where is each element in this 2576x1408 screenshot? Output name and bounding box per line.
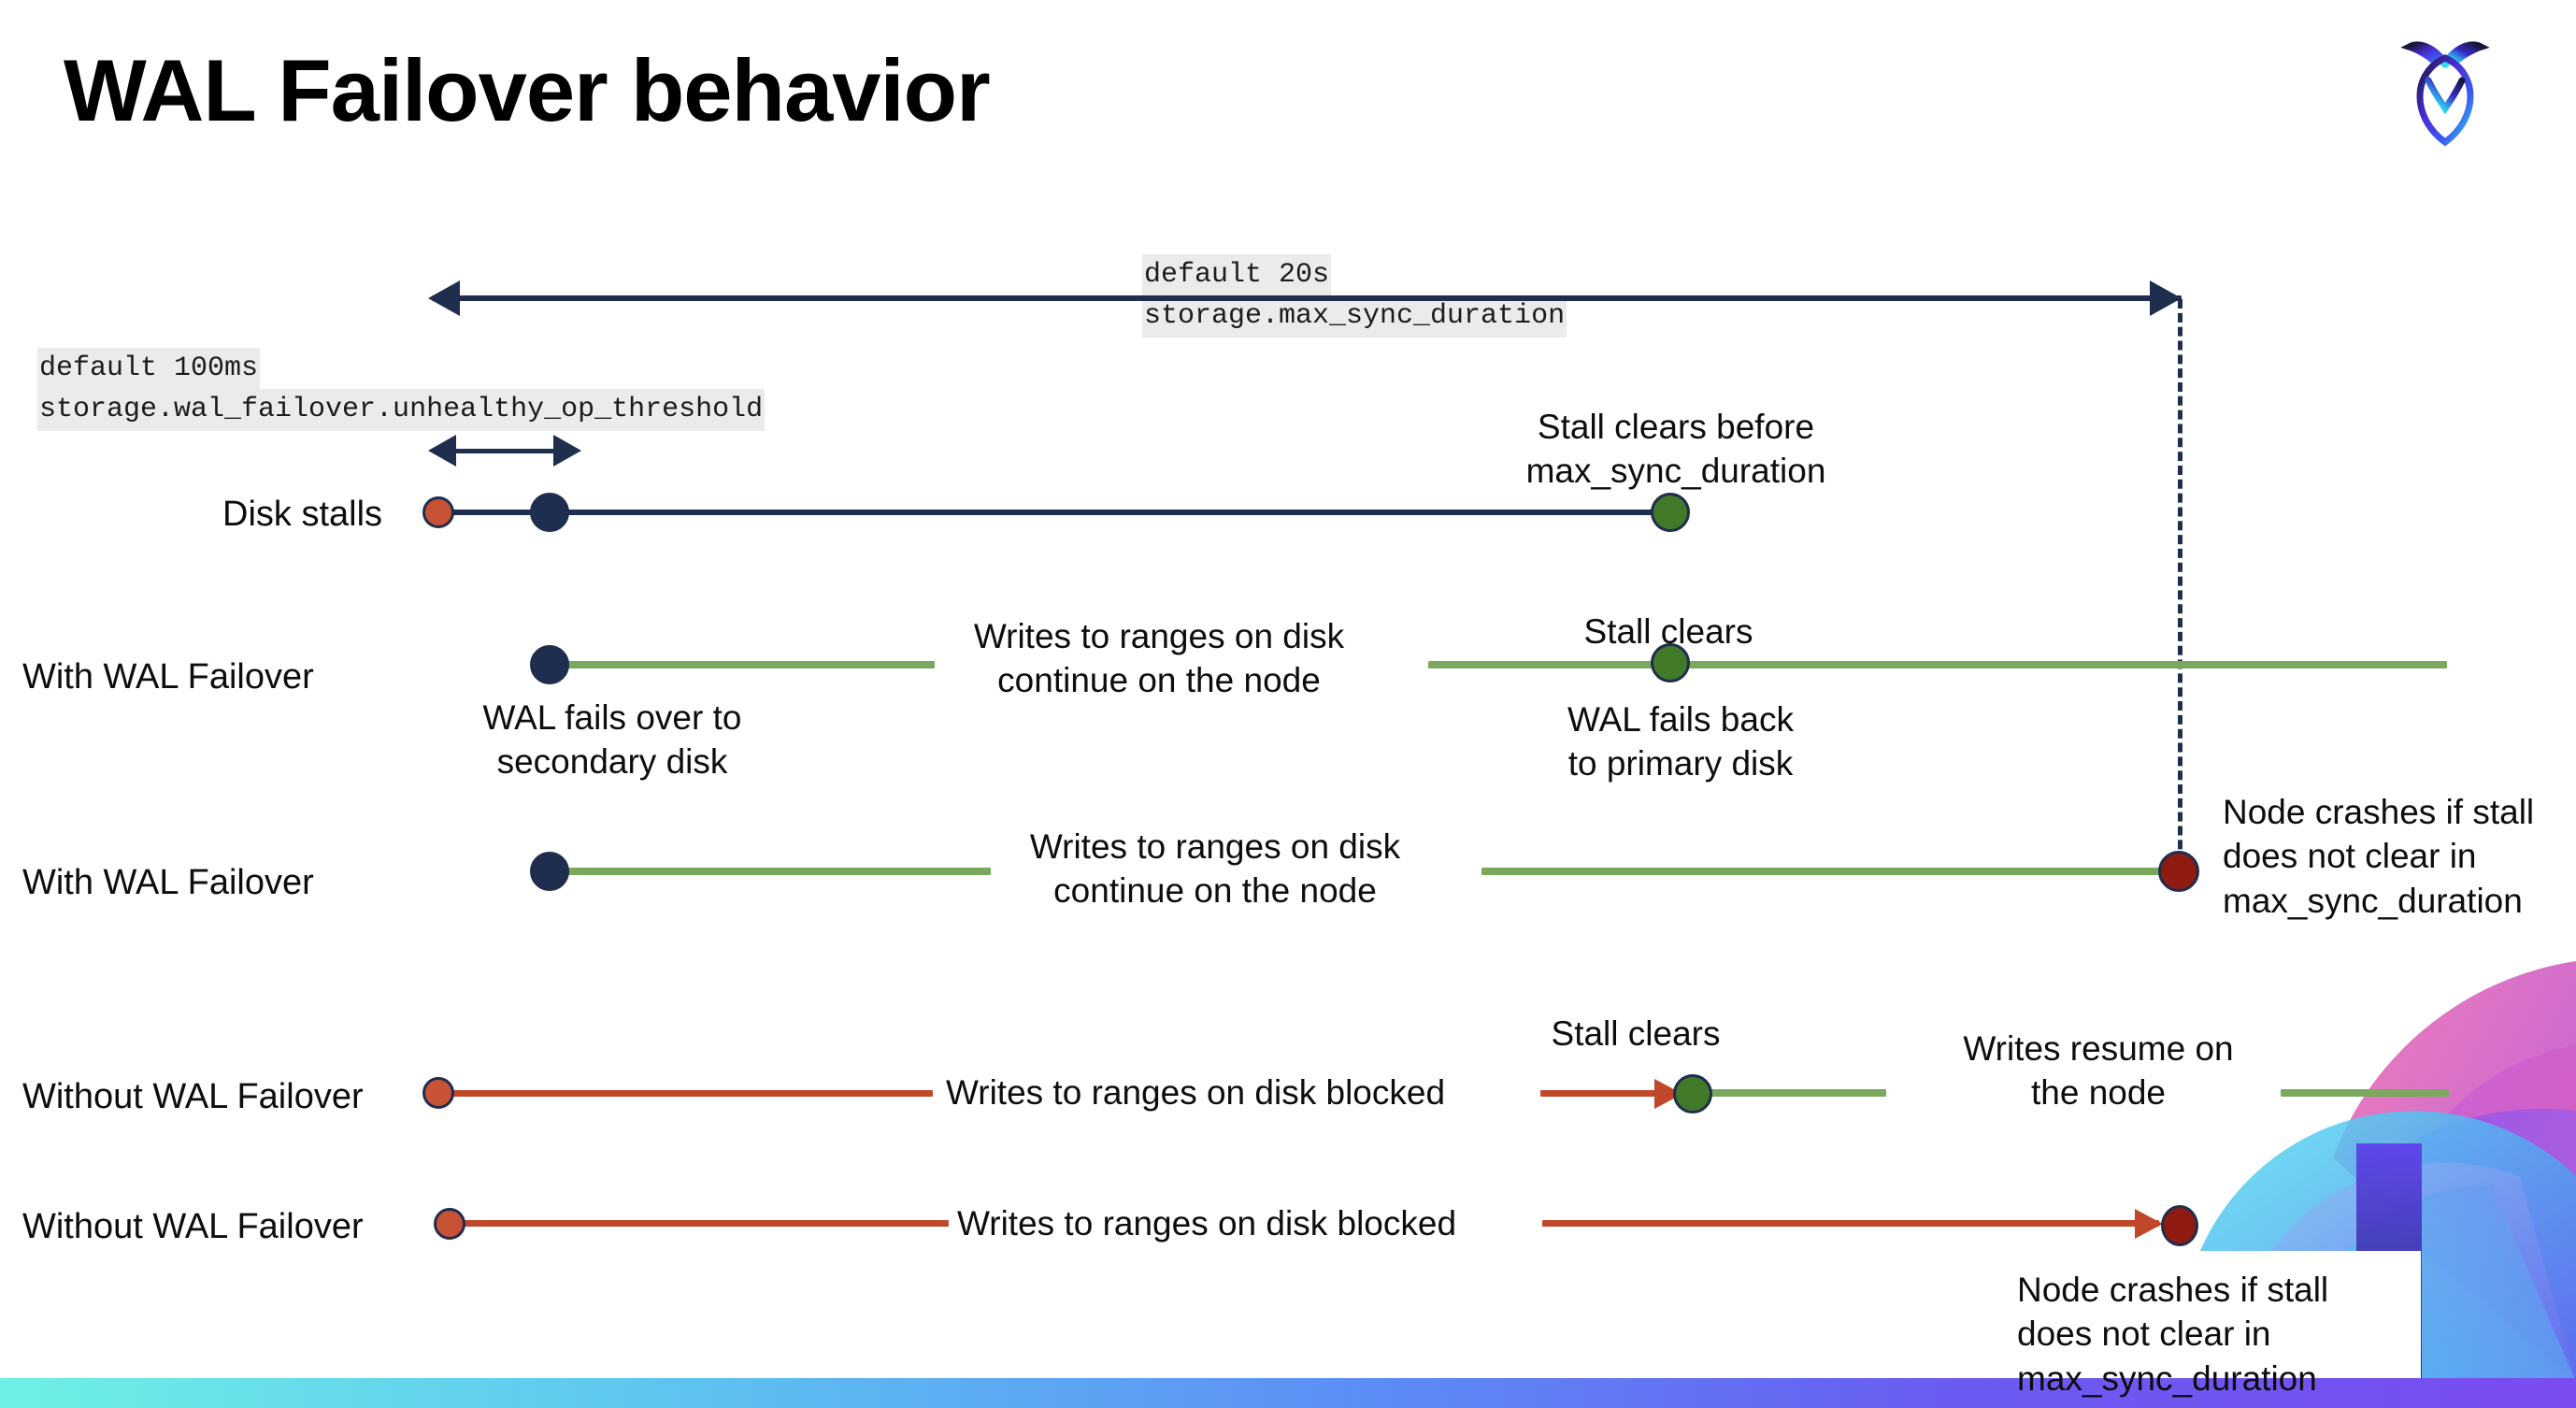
row2-green-segment-left	[542, 661, 935, 668]
note-row2-stall-clears: Stall clears	[1583, 612, 1753, 651]
callout-stall-clears-before-max-sync: Stall clears before max_sync_duration	[1525, 408, 1826, 491]
row4-stall-clears-dot	[1673, 1074, 1712, 1113]
disk-stall-clears-dot	[1651, 493, 1690, 532]
max-sync-duration-default: default 20s	[1142, 254, 1332, 296]
row5-red-segment-right	[1542, 1220, 2159, 1227]
unhealthy-op-threshold-arrow-left	[428, 435, 456, 467]
note-wal-fails-over-to-secondary: WAL fails over to secondary disk	[482, 698, 742, 782]
note-row3-node-crashes: Node crashes if stall does not clear in …	[2223, 793, 2535, 920]
note-row5-node-crashes: Node crashes if stall does not clear in …	[2017, 1271, 2329, 1398]
unhealthy-op-threshold-annotation: default 100ms storage.wal_failover.unhea…	[37, 348, 766, 431]
row-label-disk-stalls: Disk stalls	[222, 495, 383, 534]
page-title: WAL Failover behavior	[64, 41, 991, 139]
row-label-without-wal-failover-recovers: Without WAL Failover	[22, 1077, 364, 1116]
row3-failover-dot	[530, 852, 569, 891]
row5-red-segment-left	[458, 1220, 949, 1227]
max-sync-duration-dashed-connector	[2178, 299, 2182, 877]
row5-disk-stall-start-dot	[434, 1208, 465, 1240]
row3-node-crash-dot	[2158, 851, 2199, 892]
disk-stall-start-dot	[422, 496, 454, 528]
note-row4-writes-resume: Writes resume on the node	[1963, 1029, 2234, 1113]
row3-green-segment-right	[1481, 868, 2173, 875]
max-sync-duration-arrow-right	[2150, 280, 2182, 316]
max-sync-duration-arrow-left	[428, 280, 460, 316]
note-row4-writes-blocked: Writes to ranges on disk blocked	[946, 1073, 1446, 1112]
note-row4-stall-clears: Stall clears	[1551, 1014, 1721, 1053]
max-sync-duration-span-line	[432, 295, 2182, 301]
row-label-without-wal-failover-crash: Without WAL Failover	[22, 1207, 364, 1246]
row4-disk-stall-start-dot	[422, 1077, 454, 1109]
row4-green-segment-right	[1699, 1089, 1886, 1097]
row4-red-segment-mid	[1540, 1090, 1671, 1097]
max-sync-duration-annotation: default 20s storage.max_sync_duration	[1142, 254, 1567, 338]
note-row5-writes-blocked: Writes to ranges on disk blocked	[957, 1204, 1457, 1243]
row4-red-segment-left	[447, 1090, 933, 1097]
note-row3-writes-continue: Writes to ranges on disk continue on the…	[1029, 827, 1401, 911]
unhealthy-op-threshold-span-line	[437, 449, 557, 453]
row3-green-segment-left	[542, 868, 991, 875]
wal-failover-trigger-dot	[530, 493, 569, 532]
row2-green-segment-right	[1428, 661, 2447, 668]
max-sync-duration-setting: storage.max_sync_duration	[1142, 295, 1567, 338]
row5-node-crash-dot	[2161, 1205, 2198, 1246]
row5-red-arrowhead	[2135, 1209, 2163, 1239]
cockroachdb-logo	[2389, 28, 2501, 150]
row-label-with-wal-failover-recovers: With WAL Failover	[22, 657, 314, 697]
unhealthy-op-threshold-arrow-right	[553, 435, 581, 467]
unhealthy-op-threshold-setting: storage.wal_failover.unhealthy_op_thresh…	[37, 389, 766, 431]
row2-failover-dot	[530, 645, 569, 684]
note-row2-writes-continue: Writes to ranges on disk continue on the…	[973, 617, 1345, 700]
disk-stalls-timeline	[439, 510, 1671, 515]
bottom-gradient-bar	[0, 1378, 2576, 1408]
unhealthy-op-threshold-default: default 100ms	[37, 348, 261, 390]
note-wal-fails-back-to-primary: WAL fails back to primary disk	[1567, 700, 1794, 783]
row4-green-segment-far-right	[2281, 1089, 2449, 1097]
row-label-with-wal-failover-crash: With WAL Failover	[22, 863, 314, 902]
row2-stall-clears-dot	[1651, 643, 1690, 682]
